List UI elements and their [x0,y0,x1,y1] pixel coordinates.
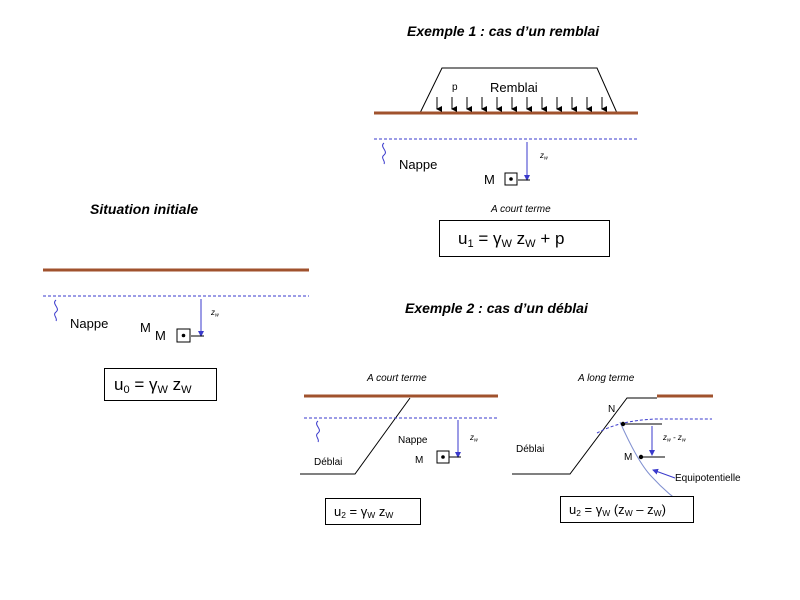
ex1-point-m-label: M [484,172,495,187]
ex2-short-excavation-profile [300,397,411,475]
ex2-long-formula-box: u2 = γW (zW – zW) [560,496,694,523]
initial-nappe-label: Nappe [70,316,109,331]
initial-zw-label: zw [211,308,219,319]
initial-water-symbol [54,299,58,322]
initial-formula: u0 = γW zW [114,375,192,396]
ex2-long-equipotential-pointer [652,468,676,479]
ex2-short-nappe-label: Nappe [398,435,428,446]
ex2-long-formula: u2 = γW (zW – zW) [569,502,666,519]
ex1-fill-label: Remblai [490,80,538,95]
ex2-long-point-n [620,421,626,427]
ex2-long-caption: A long terme [578,373,635,384]
ex2-short-water-symbol [316,420,320,443]
ex1-diagram [374,67,638,186]
ex1-caption: A court terme [491,204,551,215]
ex1-formula: u1 = γW zW + p [458,229,565,250]
initial-point-m-dot [181,333,186,338]
ex2-short-point-m-label: M [415,455,424,466]
ex2-long-water-table [596,418,712,434]
ex1-point-m-dot [509,177,513,181]
initial-point-m-label-1: M [140,320,151,335]
ex2-short-deblai-label: Déblai [314,457,343,468]
ex2-long-diagram [512,394,713,509]
ex1-formula-box: u1 = γW zW + p [439,220,610,257]
ex2-short-formula: u2 = γW zW [334,504,394,521]
ex1-nappe-label: Nappe [399,157,438,172]
ex1-embankment-outline [419,67,618,114]
initial-formula-box: u0 = γW zW [104,368,217,401]
initial-diagram [43,268,309,343]
initial-title: Situation initiale [90,201,199,217]
ex2-long-deblai-label: Déblai [516,444,545,455]
ex1-zw-label: zw [540,151,548,162]
ex2-short-caption: A court terme [367,373,427,384]
ex2-short-formula-box: u2 = γW zW [325,498,421,525]
ex2-long-zdiff-label: zw - zw [663,433,686,444]
ex2-title: Exemple 2 : cas d’un déblai [405,300,588,316]
ex1-load-arrows [436,97,607,112]
ex2-long-point-m [638,454,644,460]
ex2-short-zw-label: zw [470,433,478,444]
ex2-short-point-m-dot [441,455,445,459]
initial-point-m-label-2: M [155,328,166,343]
ex2-short-diagram [300,394,498,475]
ex1-load-label: p [452,82,458,93]
ex2-long-point-n-label: N [608,404,616,415]
ex1-water-symbol [382,142,386,165]
ex2-long-excavation-profile [512,397,657,475]
ex2-long-equipotential-label: Equipotentielle [675,473,741,484]
ex2-long-point-m-label: M [624,452,633,463]
ex1-title: Exemple 1 : cas d’un remblai [407,23,600,39]
